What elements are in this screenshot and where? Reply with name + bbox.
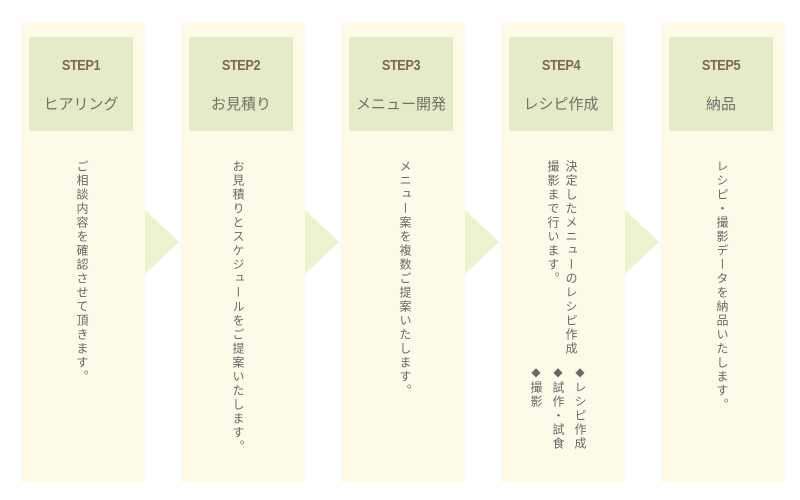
step-1-header: STEP1 ヒアリング xyxy=(29,37,133,131)
step-1-panel: STEP1 ヒアリング ご相談内容を確認させて頂きます。 xyxy=(21,22,145,482)
step-4-label: STEP4 xyxy=(541,57,581,74)
step-1-description: ご相談内容を確認させて頂きます。 xyxy=(75,160,89,384)
step-2-title: お見積り xyxy=(210,95,271,113)
arrow-4-icon xyxy=(625,210,659,274)
bullet-photo: ◆撮影 xyxy=(529,365,543,409)
step-5-label: STEP5 xyxy=(701,57,741,74)
step-3-panel: STEP3 メニュー開発 メニュー案を複数ご提案いたします。 xyxy=(341,22,465,482)
step-4-bullet-list: ◆レシピ作成 ◆試作・試食 ◆撮影 xyxy=(529,365,589,465)
step-5-header: STEP5 納品 xyxy=(669,37,773,131)
bullet-recipe: ◆レシピ作成 xyxy=(573,365,587,451)
step-2-description: お見積りとスケジュールをご提案いたします。 xyxy=(231,160,245,454)
step-2-panel: STEP2 お見積り お見積りとスケジュールをご提案いたします。 xyxy=(181,22,305,482)
arrow-2-icon xyxy=(305,210,339,274)
step-4-title: レシピ作成 xyxy=(523,95,599,113)
arrow-1-icon xyxy=(145,210,179,274)
step-5-description: レシピ・撮影データを納品いたします。 xyxy=(715,160,729,412)
step-5-title: 納品 xyxy=(705,95,736,113)
step-3-description: メニュー案を複数ご提案いたします。 xyxy=(398,160,412,398)
step-1-title: ヒアリング xyxy=(43,95,119,113)
step-4-header: STEP4 レシピ作成 xyxy=(509,37,613,131)
step-2-header: STEP2 お見積り xyxy=(189,37,293,131)
step-4-description: 決定したメニューのレシピ作成 撮影まで行います。 xyxy=(546,160,578,356)
bullet-trial: ◆試作・試食 xyxy=(551,365,565,451)
step-2-label: STEP2 xyxy=(221,57,261,74)
step-3-title: メニュー開発 xyxy=(355,95,446,113)
step-4-panel: STEP4 レシピ作成 決定したメニューのレシピ作成 撮影まで行います。 ◆レシ… xyxy=(501,22,625,482)
step-3-header: STEP3 メニュー開発 xyxy=(349,37,453,131)
step-3-label: STEP3 xyxy=(381,57,421,74)
step-5-panel: STEP5 納品 レシピ・撮影データを納品いたします。 xyxy=(661,22,785,482)
arrow-3-icon xyxy=(465,210,499,274)
step-1-label: STEP1 xyxy=(61,57,101,74)
